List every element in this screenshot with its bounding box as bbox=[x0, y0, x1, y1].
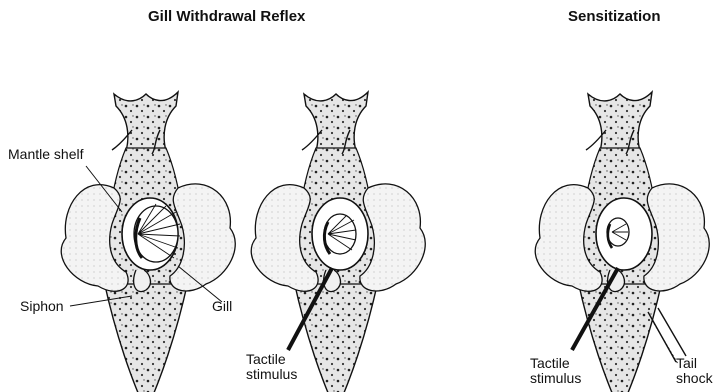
aplysia-sensitized bbox=[535, 92, 709, 392]
label-tail-shock: Tail shock bbox=[676, 356, 713, 386]
label-siphon: Siphon bbox=[20, 299, 64, 314]
label-tactile-stimulus-2-line1: Tactile bbox=[530, 356, 581, 371]
aplysia-baseline bbox=[61, 92, 235, 392]
aplysia-tactile bbox=[251, 92, 425, 392]
label-tactile-stimulus-2-line2: stimulus bbox=[530, 371, 581, 386]
label-tail-shock-line2: shock bbox=[676, 371, 713, 386]
label-tactile-stimulus-2: Tactile stimulus bbox=[530, 356, 581, 386]
label-tactile-stimulus-1: Tactile stimulus bbox=[246, 352, 297, 382]
label-tail-shock-line1: Tail bbox=[676, 356, 713, 371]
label-mantle-shelf: Mantle shelf bbox=[8, 147, 83, 162]
label-tactile-stimulus-1-line2: stimulus bbox=[246, 367, 297, 382]
label-tactile-stimulus-1-line1: Tactile bbox=[246, 352, 297, 367]
label-gill: Gill bbox=[212, 299, 232, 314]
